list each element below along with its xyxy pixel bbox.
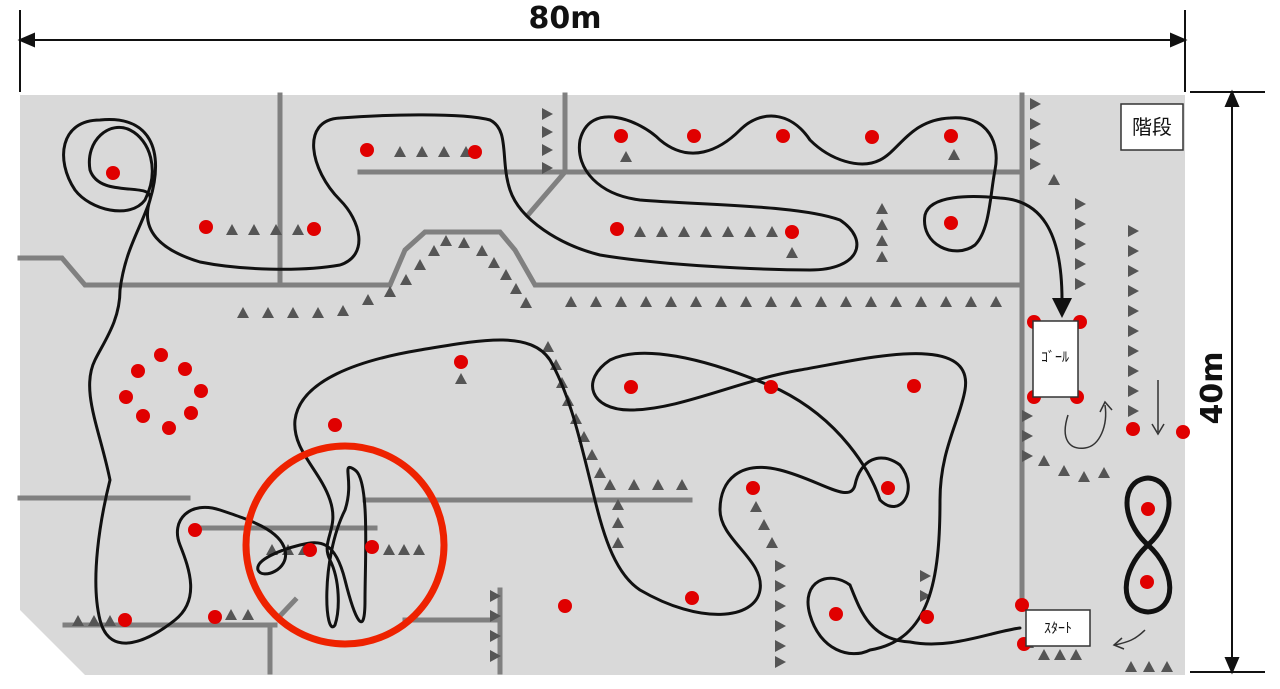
width-dimension-label: 80m xyxy=(528,1,601,36)
width-dimension xyxy=(17,10,1188,92)
height-dimension-label: 40m xyxy=(1195,351,1230,424)
stairs-label: 階段 xyxy=(1132,115,1172,139)
route-line xyxy=(62,113,1064,656)
goal-box xyxy=(1032,320,1079,398)
walls xyxy=(17,92,1025,675)
cone-markers xyxy=(106,129,1190,651)
goal-arrow xyxy=(1052,298,1072,318)
pylon-markers xyxy=(72,98,1173,672)
start-box xyxy=(1025,609,1091,647)
direction-arrows xyxy=(1064,380,1165,650)
goal-label: ｺﾞｰﾙ xyxy=(1041,350,1069,366)
start-label: ｽﾀｰﾄ xyxy=(1044,621,1072,637)
height-dimension xyxy=(1190,89,1265,675)
field-area xyxy=(20,95,1185,675)
stairs-box xyxy=(1120,103,1184,151)
figure-eight-right xyxy=(1123,475,1173,615)
highlight-ring xyxy=(242,442,448,648)
